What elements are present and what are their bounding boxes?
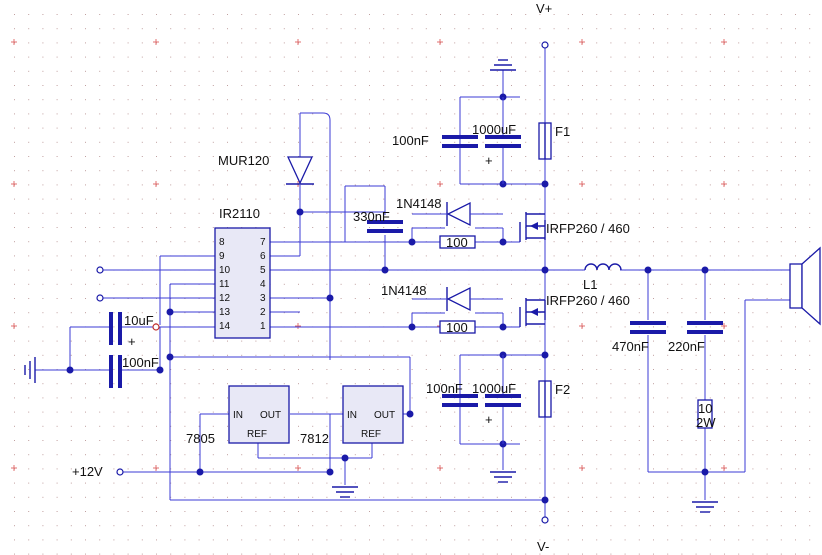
cap-in-2-label: 100nF — [122, 355, 159, 370]
ir2110-pin-right-5: 5 — [260, 265, 266, 276]
ir2110-pin-left-10: 10 — [219, 265, 231, 276]
fuses — [538, 122, 552, 418]
reg-7812-ref: REF — [361, 429, 381, 440]
reg-7812-out: OUT — [374, 410, 395, 421]
diode-1n4148-high — [412, 201, 503, 227]
resistors — [439, 235, 713, 429]
cap-in-1 — [109, 312, 122, 345]
regulator-7812 — [342, 385, 404, 444]
diode-mur120 — [286, 156, 314, 185]
reg-7812-label: 7812 — [300, 431, 329, 446]
ir2110-pin-labels: 8 9 10 11 12 13 14 7 6 5 4 3 2 1 — [219, 237, 266, 332]
cap-bootstrap — [367, 220, 403, 233]
ir2110-pin-right-7: 7 — [260, 237, 266, 248]
cap-top-small — [442, 97, 478, 148]
reg-7805-label: 7805 — [186, 431, 215, 446]
reg-7805-ref: REF — [247, 429, 267, 440]
cap-out-1-label: 470nF — [612, 339, 649, 354]
gate-resistor-low — [439, 320, 476, 334]
inductor-l1 — [584, 263, 622, 271]
mosfet-low-label: IRFP260 / 460 — [546, 293, 630, 308]
ir2110-pin-left-9: 9 — [219, 251, 225, 262]
ground-symbols — [24, 59, 718, 513]
cap-top-big-label: 1000uF — [472, 122, 516, 137]
cap-out-2-label: 220nF — [668, 339, 705, 354]
ground-top — [490, 59, 516, 71]
inductor-label: L1 — [583, 277, 597, 292]
labels: V+ V- +12V IR2110 MUR120 330nF 1N4148 1N… — [72, 1, 716, 554]
cap-bot-small — [442, 394, 478, 407]
mosfet-low — [519, 298, 546, 327]
driver-name: IR2110 — [219, 206, 260, 221]
cap-out-1 — [630, 321, 666, 334]
snubber-resistor — [697, 399, 713, 429]
ir2110-pin-right-4: 4 — [260, 279, 266, 290]
supply-label: +12V — [72, 464, 103, 479]
snubber-res-label-2: 2W — [696, 415, 716, 430]
cap-out-2 — [687, 321, 723, 334]
ground-output — [692, 501, 718, 513]
terminals — [96, 41, 549, 524]
cap-top-small-label: 100nF — [392, 133, 429, 148]
cap-top-big — [485, 97, 521, 184]
diodes — [286, 156, 503, 312]
fuse-f2-label: F2 — [555, 382, 570, 397]
ir2110-pin-right-2: 2 — [260, 307, 266, 318]
cap-in-1-label: 10uF — [124, 313, 154, 328]
ir2110-pin-right-6: 6 — [260, 251, 266, 262]
gate-diode-low-label: 1N4148 — [381, 283, 427, 298]
bootstrap-cap-label: 330nF — [353, 209, 390, 224]
bootstrap-diode-label: MUR120 — [218, 153, 269, 168]
cap-bot-small-label: 100nF — [426, 381, 463, 396]
gate-resistor-high — [439, 235, 476, 249]
ir2110-pin-left-8: 8 — [219, 237, 225, 248]
gate-diode-high-label: 1N4148 — [396, 196, 442, 211]
ground-bottom-cap — [490, 471, 516, 483]
ir2110-pin-left-13: 13 — [219, 307, 231, 318]
snubber-res-label-1: 10 — [698, 401, 712, 416]
cap-in-2 — [109, 355, 122, 388]
capacitors — [109, 97, 723, 444]
mosfet-high-label: IRFP260 / 460 — [546, 221, 630, 236]
ir2110-pin-left-14: 14 — [219, 321, 231, 332]
speaker-icon — [789, 246, 821, 326]
reg-7805-out: OUT — [260, 410, 281, 421]
ir2110-pin-left-12: 12 — [219, 293, 231, 304]
ir2110-chip — [214, 227, 271, 339]
cap-bot-big — [485, 355, 521, 444]
vneg-label: V- — [537, 539, 549, 554]
ir2110-pin-left-11: 11 — [219, 279, 230, 290]
diode-1n4148-low — [412, 286, 503, 312]
cap-bot-plus: + — [485, 412, 493, 427]
regulator-7805 — [228, 385, 290, 444]
ir2110-pin-right-1: 1 — [260, 321, 266, 332]
reg-7805-in: IN — [233, 410, 243, 421]
vpos-label: V+ — [536, 1, 552, 16]
gate-res-low-label: 100 — [446, 320, 468, 335]
cap-top-plus: + — [485, 153, 493, 168]
ir2110-pin-right-3: 3 — [260, 293, 266, 304]
mosfet-high — [519, 212, 546, 242]
gate-res-high-label: 100 — [446, 235, 468, 250]
fuse-f1-label: F1 — [555, 124, 570, 139]
reg-7812-in: IN — [347, 410, 357, 421]
cap-bot-big-label: 1000uF — [472, 381, 516, 396]
mosfets — [519, 212, 546, 327]
wires — [35, 45, 790, 520]
regulators — [228, 385, 404, 444]
ground-left — [24, 357, 36, 383]
ground-regulator — [332, 486, 358, 498]
cap-in-1-plus: + — [128, 334, 136, 349]
